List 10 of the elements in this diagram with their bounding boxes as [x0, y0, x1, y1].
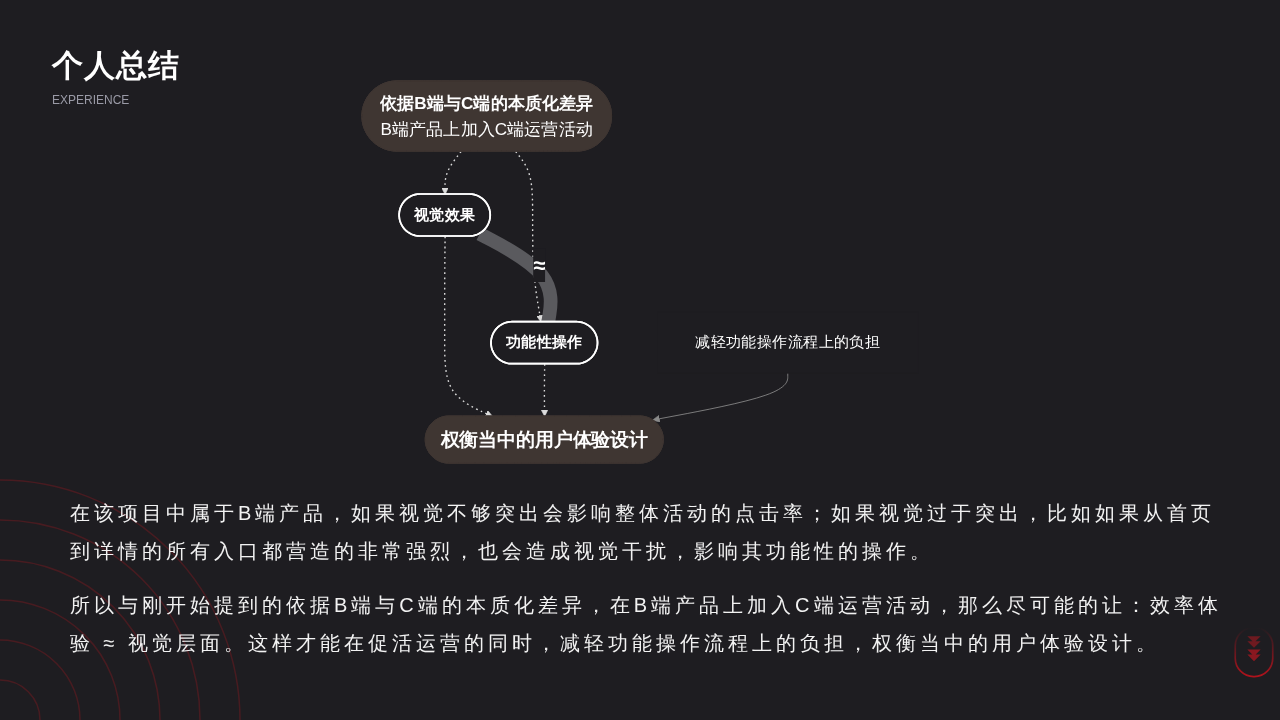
body-paragraph: 所以与刚开始提到的依据B端与C端的本质化差异，在B端产品上加入C端运营活动，那么尽可能的让：效率体验 ≈ 视觉层面。这样才能在促活运营的同时，减轻功能操作流程上的负担，权衡当中的用户体验设计。 [70, 593, 1223, 656]
edge-label: ≈ [533, 252, 546, 278]
arrow [515, 150, 544, 323]
subtitle-label: EXPERIENCE [52, 92, 130, 108]
node-text: 减轻功能操作流程上的负担 [695, 333, 881, 351]
slide-title: 个人总结 [52, 47, 180, 85]
arrow [441, 150, 462, 195]
arrow [444, 235, 493, 418]
arrow [540, 363, 549, 417]
body-paragraph: 在该项目中属于B端产品，如果视觉不够突出会影响整体活动的点击率；如果视觉过于突出，比如如果从首页到详情的所有入口都营造的非常强烈，也会造成视觉干扰，影响其功能性的操作。 [70, 501, 1217, 564]
